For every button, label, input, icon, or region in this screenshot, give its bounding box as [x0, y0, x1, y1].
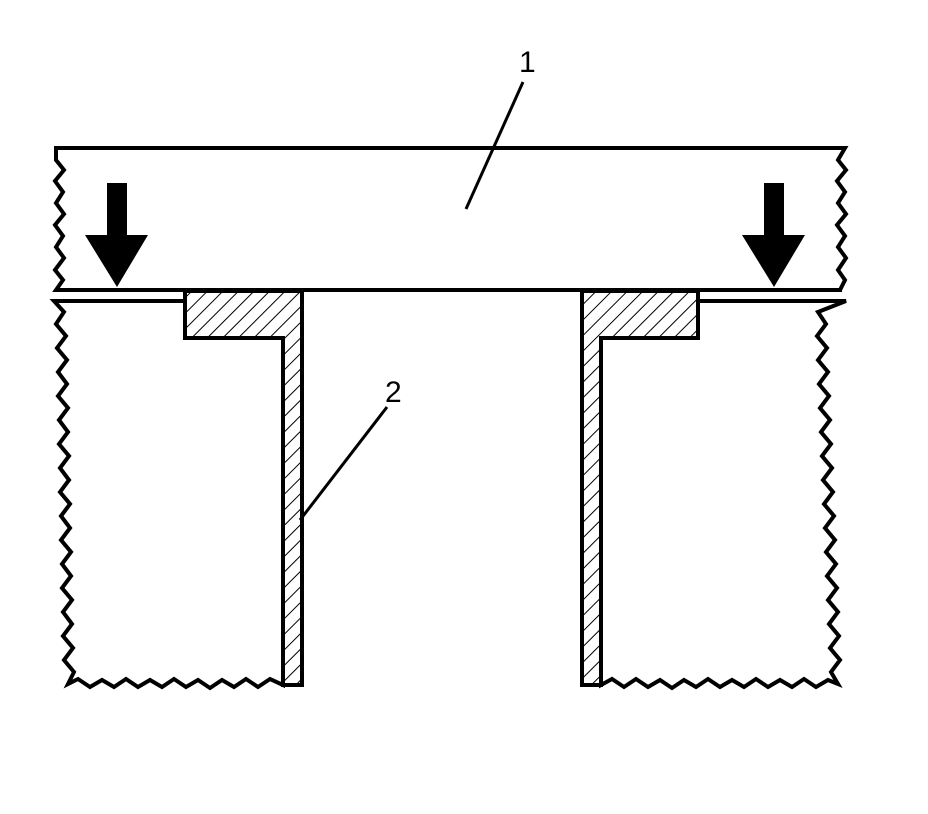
- installer-plate: [52, 146, 849, 292]
- callout-2-label: 2: [385, 376, 402, 409]
- down-arrow-icon: [742, 183, 805, 287]
- housing-left: [49, 299, 285, 691]
- bore-opening: [304, 292, 580, 692]
- callout-1-leader: [464, 81, 525, 210]
- down-arrow-icon: [85, 183, 148, 287]
- callout-1-label: 1: [519, 46, 536, 79]
- callout-2-leader: [298, 406, 389, 521]
- housing-right: [599, 299, 847, 691]
